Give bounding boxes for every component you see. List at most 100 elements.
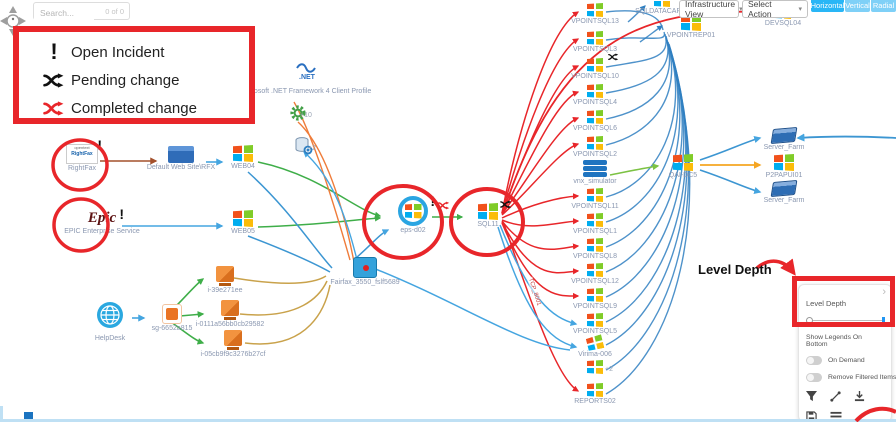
windows-icon bbox=[587, 313, 603, 327]
node-vpointsql10[interactable]: VPOINTSQL10 bbox=[559, 58, 631, 81]
node-label: QAI-DC5 bbox=[668, 172, 698, 179]
node-vpointsql13[interactable]: VPOINTSQL13 bbox=[559, 3, 631, 26]
storage-array-icon bbox=[583, 160, 607, 177]
remove-filtered-toggle[interactable] bbox=[806, 373, 822, 382]
view-select[interactable]: Infrastructure View ▾ bbox=[679, 0, 743, 19]
windows-icon bbox=[233, 145, 253, 162]
server-farm-icon bbox=[770, 126, 798, 145]
layout-horizontal-button[interactable]: Horizontal bbox=[811, 0, 844, 12]
server-farm-icon bbox=[770, 179, 798, 198]
aws-ec2-icon bbox=[221, 300, 239, 316]
node-virima-006[interactable]: Virima-006 bbox=[559, 336, 631, 359]
windows-icon bbox=[587, 110, 603, 124]
node-p2papui01[interactable]: P2PAPUI01 bbox=[748, 154, 820, 180]
remove-filtered-label: Remove Filtered Items bbox=[828, 374, 896, 381]
node-label: +2 bbox=[605, 366, 613, 373]
node-server-farm-top[interactable]: Server_Farm bbox=[745, 126, 823, 152]
aws-ec2-band bbox=[219, 283, 231, 286]
aws-ec2-icon bbox=[224, 330, 242, 346]
windows-icon bbox=[404, 203, 422, 219]
windows-icon bbox=[587, 31, 603, 45]
node-reports02[interactable]: REPORTS02 bbox=[559, 383, 631, 406]
aws-ec2-band bbox=[224, 317, 236, 320]
window-left-edge bbox=[0, 406, 3, 422]
node-fairfax-switch[interactable]: Fairfax_3550_fslf5689 bbox=[318, 257, 412, 287]
legend-label: Open Incident bbox=[71, 43, 165, 61]
node-label: VPOINTSQL3 bbox=[573, 46, 617, 53]
node-label: eps-d02 bbox=[400, 227, 426, 234]
node-label: Server_Farm bbox=[763, 197, 805, 204]
completed-change-icon bbox=[438, 197, 450, 215]
node-plus2-group[interactable]: +2 bbox=[559, 360, 631, 374]
action-select[interactable]: Select Action ▾ bbox=[742, 0, 808, 19]
node-label: sg-6652a815 bbox=[151, 325, 193, 332]
download-icon[interactable] bbox=[854, 391, 865, 402]
node-label: VPOINTSQL6 bbox=[573, 125, 617, 132]
incident-legend: ! Open Incident Pending change Completed… bbox=[13, 26, 255, 124]
node-vpointsql3[interactable]: VPOINTSQL3 bbox=[559, 31, 631, 61]
node-ec2-instance[interactable]: i-0111a56bb0cb29582 bbox=[170, 300, 290, 329]
node-label: EPIC Enterprise Service bbox=[64, 228, 140, 235]
node-web05[interactable]: WEB05 bbox=[221, 210, 265, 236]
node-sql11[interactable]: SQL11 bbox=[460, 200, 516, 229]
on-demand-toggle[interactable] bbox=[806, 356, 822, 365]
node-security-group[interactable]: sg-6652a815 bbox=[140, 304, 204, 333]
node-eps-d02[interactable]: ! eps-d02 bbox=[382, 193, 450, 235]
node-qai-dc5[interactable]: QAI-DC5 bbox=[650, 154, 716, 180]
search-input[interactable] bbox=[34, 5, 94, 21]
node-vpointsql9[interactable]: VPOINTSQL9 bbox=[559, 288, 631, 311]
node-vpointsql4[interactable]: VPOINTSQL4 bbox=[559, 84, 631, 107]
node-default-web-site-rfx[interactable]: Default Web Site\RFX bbox=[135, 146, 227, 172]
node-ec2-instance[interactable]: i-05cb9f9c3276b27cf bbox=[173, 330, 293, 359]
node-vnx-simulator[interactable]: vnx_simulator bbox=[559, 160, 631, 186]
windows-icon bbox=[586, 334, 605, 351]
legend-completed-change: Completed change bbox=[37, 94, 249, 122]
node-epic-enterprise-service[interactable]: Epic ! EPIC Enterprise Service bbox=[46, 206, 158, 236]
svg-text:.NET: .NET bbox=[299, 74, 316, 81]
node-label: Microsoft .NET Framework 4 Client Profil… bbox=[240, 88, 372, 95]
expand-icon[interactable] bbox=[830, 391, 841, 402]
node-vpointsql8[interactable]: VPOINTSQL8 bbox=[559, 238, 631, 261]
node-services-plus10[interactable]: +10 bbox=[278, 104, 318, 127]
windows-icon bbox=[587, 84, 603, 98]
node-vpointsql5[interactable]: VPOINTSQL5 bbox=[559, 313, 631, 336]
node-label: VPOINTSQL1 bbox=[573, 228, 617, 235]
iis-site-folder-icon bbox=[168, 146, 194, 163]
aws-ec2-icon bbox=[216, 266, 234, 282]
node-vpointsql2[interactable]: VPOINTSQL2 bbox=[559, 136, 631, 159]
window-bottom-edge bbox=[0, 419, 896, 422]
node-ec2-instance[interactable]: i-39e271ee bbox=[180, 266, 270, 295]
node-dotnet-framework[interactable]: .NET Microsoft .NET Framework 4 Client P… bbox=[226, 62, 386, 96]
node-label: P2PAPUI01 bbox=[765, 172, 803, 179]
node-vpointsql12[interactable]: VPOINTSQL12 bbox=[559, 263, 631, 286]
collapse-panel-chevron[interactable]: › bbox=[882, 286, 886, 298]
node-label: VPOINTSQL9 bbox=[573, 303, 617, 310]
node-label: DEVSQL04 bbox=[764, 20, 802, 27]
search-box[interactable]: 0 of 0 bbox=[33, 2, 130, 21]
node-vpointsql1[interactable]: VPOINTSQL1 bbox=[559, 213, 631, 236]
filter-icon[interactable] bbox=[806, 391, 817, 402]
node-server-farm-bottom[interactable]: Server_Farm bbox=[745, 179, 823, 205]
pending-change-icon bbox=[608, 48, 619, 66]
node-web04[interactable]: WEB04 bbox=[221, 145, 265, 171]
windows-icon bbox=[587, 383, 603, 397]
node-label: VPOINTSQL8 bbox=[573, 253, 617, 260]
node-sqldatacap01[interactable]: SQLDATACAP01 bbox=[622, 0, 702, 16]
graph-options-panel: › Level Depth Show Legends On Bottom On … bbox=[798, 284, 896, 422]
node-database-plus2[interactable]: +2 bbox=[284, 136, 324, 161]
show-legends-label: Show Legends On Bottom bbox=[806, 334, 862, 348]
windows-icon bbox=[587, 360, 603, 374]
network-switch-icon bbox=[353, 257, 377, 278]
selection-ring bbox=[398, 196, 428, 226]
windows-icon bbox=[233, 210, 253, 227]
action-select-value: Select Action bbox=[748, 0, 772, 19]
node-label: SQL11 bbox=[477, 221, 499, 228]
layout-vertical-button[interactable]: Vertical bbox=[845, 0, 870, 12]
node-helpdesk[interactable]: HelpDesk bbox=[82, 301, 138, 343]
node-vpointsql11[interactable]: VPOINTSQL11 bbox=[559, 188, 631, 211]
legend-label: Completed change bbox=[71, 99, 197, 117]
node-vpointsql6[interactable]: VPOINTSQL6 bbox=[559, 110, 631, 133]
on-demand-label: On Demand bbox=[828, 357, 865, 364]
layout-radial-button[interactable]: Radial bbox=[871, 0, 896, 12]
